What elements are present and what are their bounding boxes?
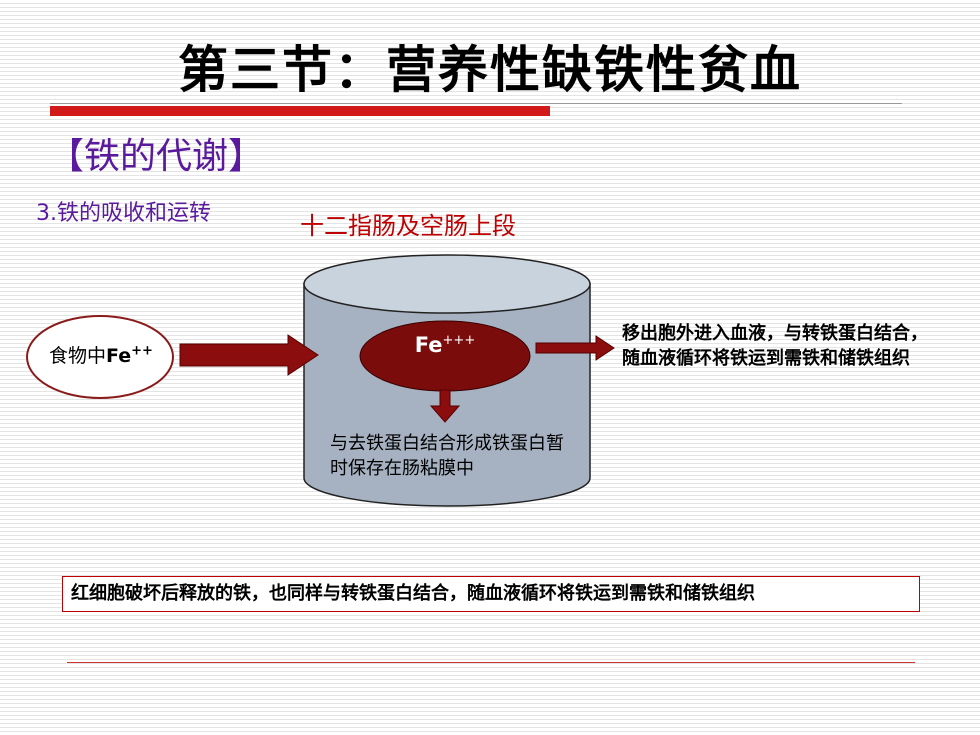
title-divider-red <box>50 106 550 116</box>
title-divider-gray <box>50 103 902 104</box>
exit-description: 移出胞外进入血液，与转铁蛋白结合，随血液循环将铁运到需铁和储铁组织 <box>622 323 928 369</box>
food-iron-ellipse <box>26 315 174 399</box>
food-iron-label: 食物中Fe++ <box>31 341 171 368</box>
storage-description: 与去铁蛋白结合形成铁蛋白暂时保存在肠粘膜中 <box>330 433 564 479</box>
ferric-iron-element: Fe <box>414 333 443 357</box>
food-iron-text: 食物中 <box>49 345 107 367</box>
food-iron-charge: ++ <box>131 343 153 359</box>
slide-title: 第三节：营养性缺铁性贫血 <box>178 41 802 99</box>
right-arrow-icon <box>535 335 615 361</box>
intestine-cylinder-top <box>303 254 591 314</box>
ferric-iron-charge: +++ <box>442 333 476 348</box>
section-heading: 【铁的代谢】 <box>48 136 265 177</box>
bottom-divider <box>67 662 915 663</box>
right-arrow-icon <box>179 334 319 376</box>
down-arrow-icon <box>429 389 461 423</box>
location-label: 十二指肠及空肠上段 <box>300 212 516 240</box>
ferric-iron-label: Fe+++ <box>360 333 530 357</box>
food-iron-element: Fe <box>106 345 132 367</box>
subsection-heading: 3.铁的吸收和运转 <box>36 201 211 226</box>
rbc-iron-note: 红细胞破坏后释放的铁，也同样与转铁蛋白结合，随血液循环将铁运到需铁和储铁组织 <box>62 576 920 612</box>
